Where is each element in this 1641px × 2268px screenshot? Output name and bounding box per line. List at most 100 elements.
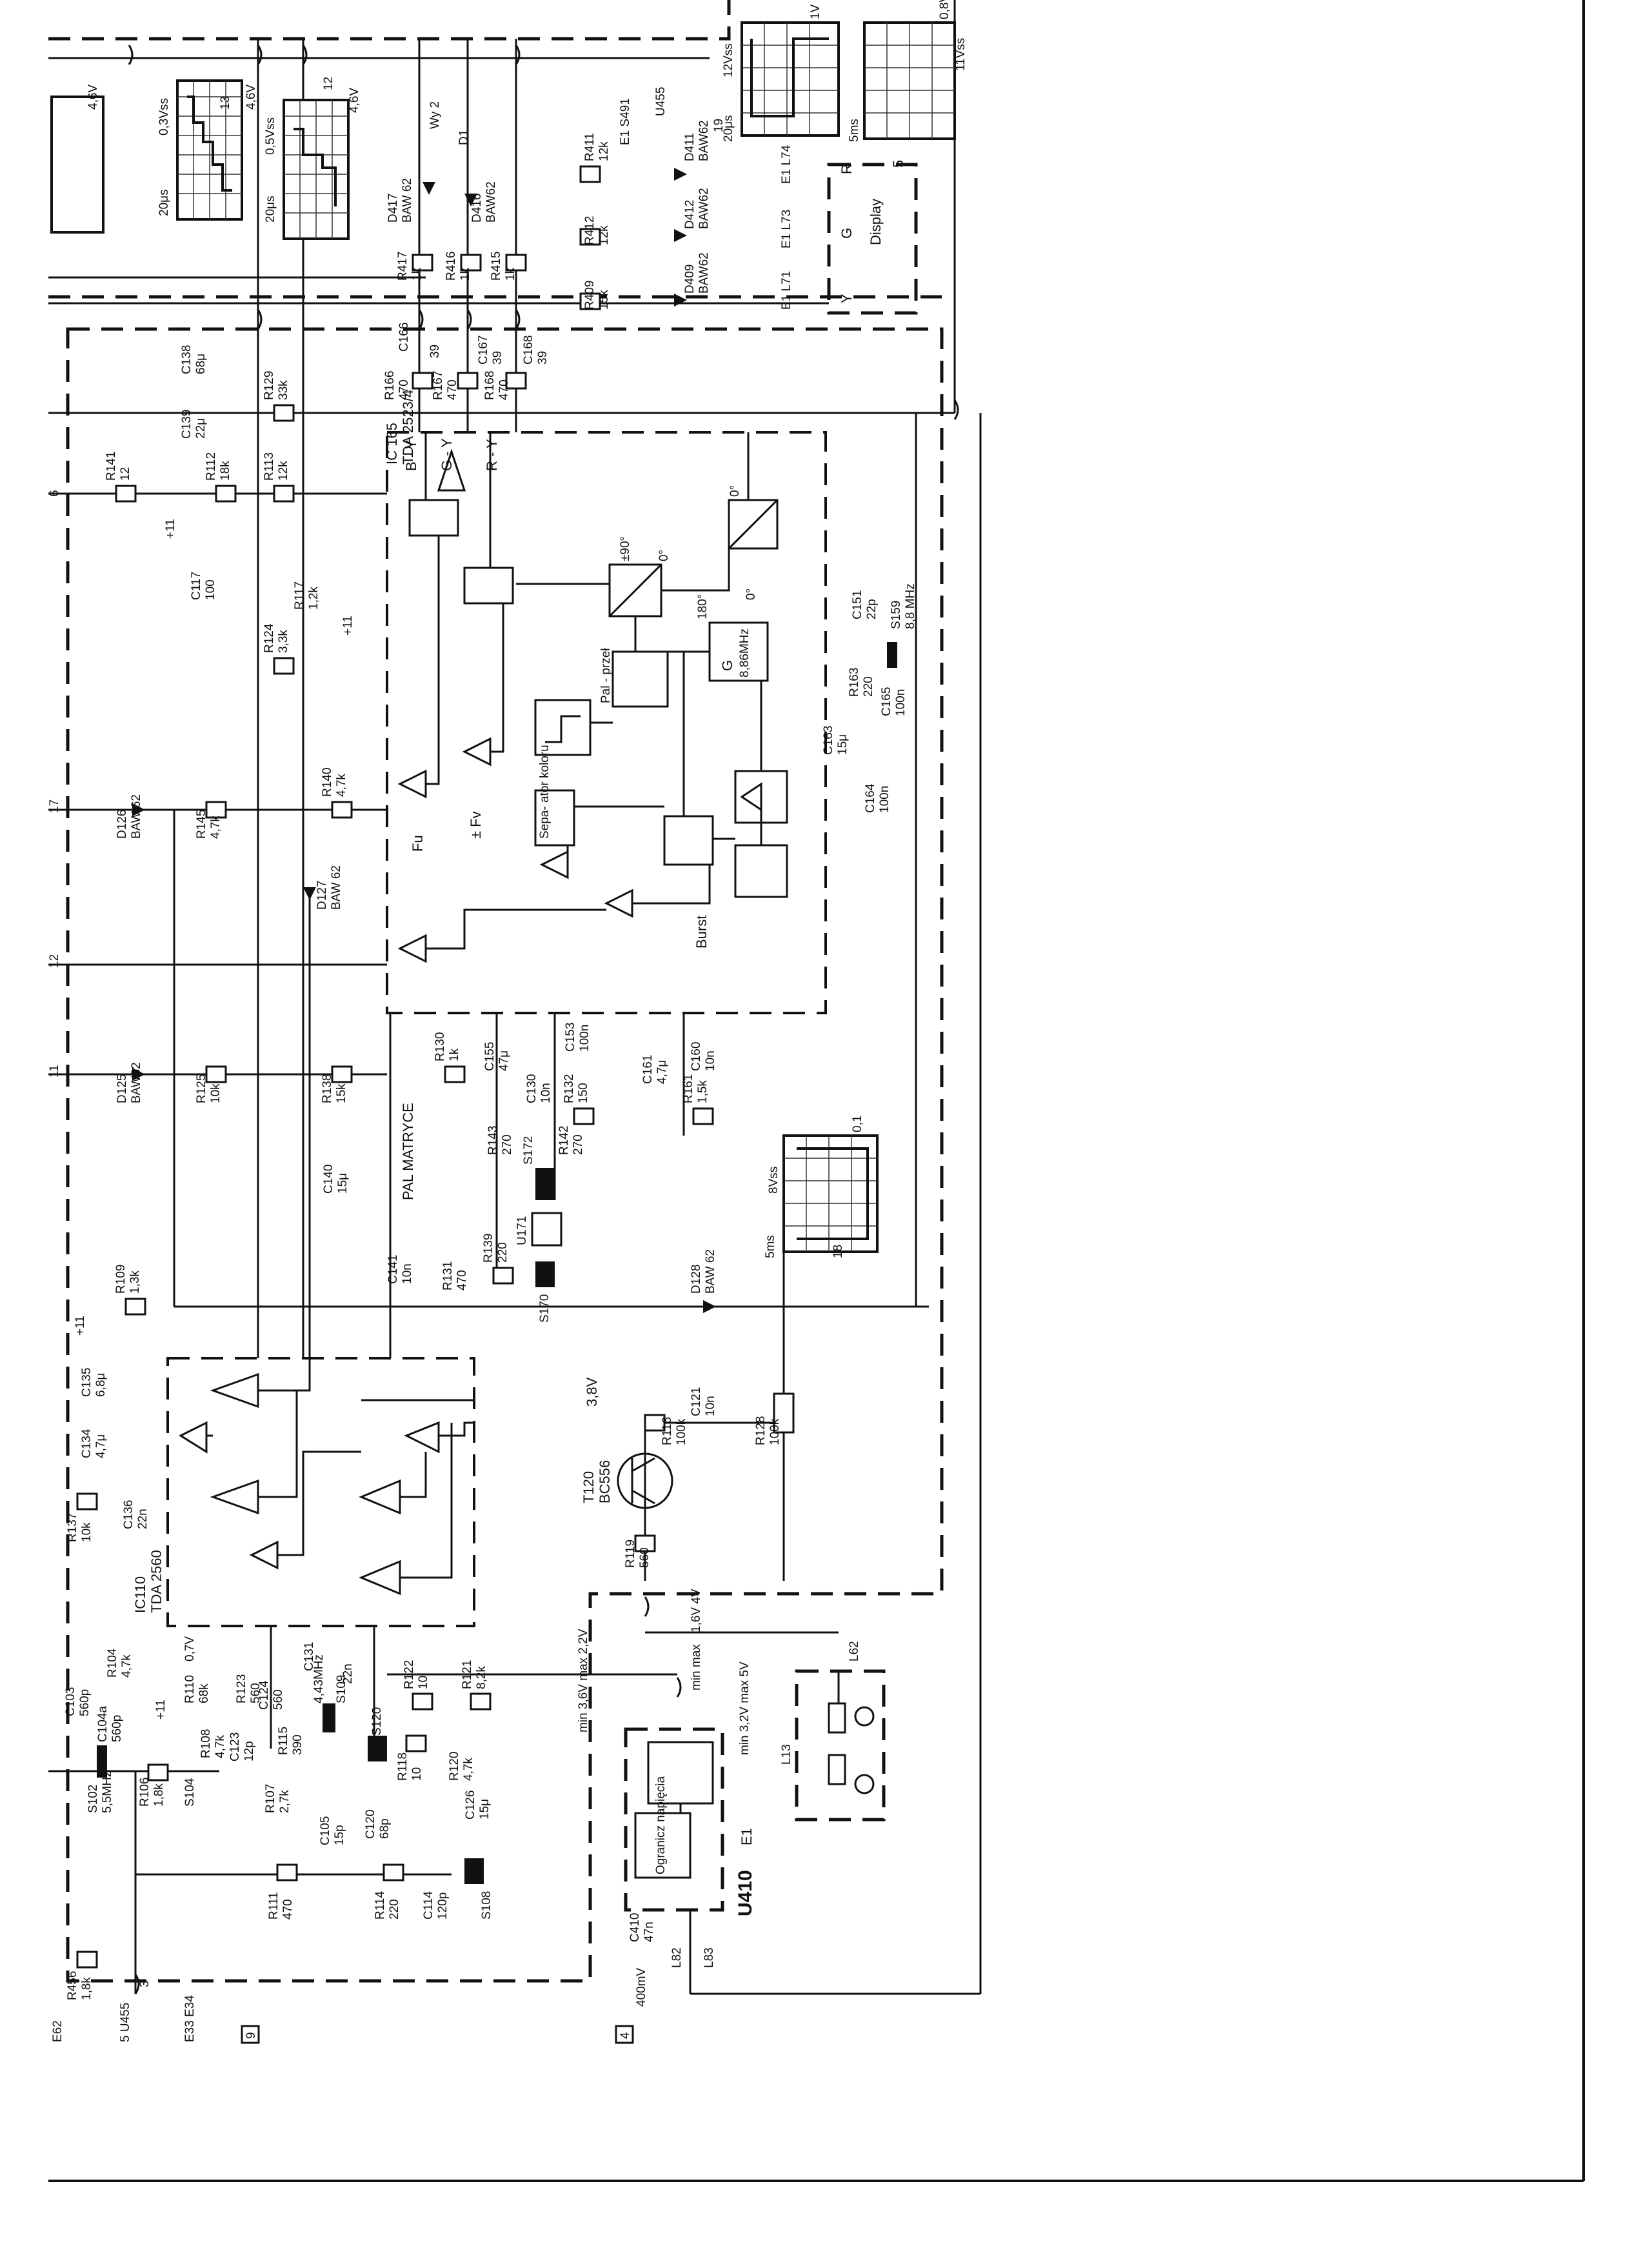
pal-switch-label: Pal - przeł — [599, 648, 613, 703]
ic110-part: TDA 2560 — [148, 1550, 164, 1613]
r145-val: 4,7k — [209, 816, 223, 839]
c168-val: 39 — [536, 351, 550, 365]
r167-ref: R167 — [432, 371, 445, 400]
t120-part: BC556 — [597, 1460, 613, 1503]
c151-ref: C151 — [851, 590, 864, 619]
c114-val: 120p — [436, 1892, 450, 1920]
voltage-11-c: +11 — [74, 1316, 87, 1336]
conn-l83: L83 — [702, 1947, 716, 1968]
r161-val: 1,5k — [696, 1080, 710, 1103]
r108-val: 4,7k — [214, 1735, 227, 1758]
r141-val: 12 — [119, 467, 132, 481]
s102-ref: S102 — [86, 1785, 100, 1813]
r417-val: 1k — [410, 267, 424, 281]
c121-val: 10n — [704, 1396, 717, 1416]
resistor-bodies — [76, 165, 795, 1969]
r130-val: 1k — [448, 1048, 461, 1061]
c126-val: 15μ — [478, 1799, 492, 1820]
r109-ref: R109 — [114, 1265, 128, 1294]
section-9-box — [241, 2025, 260, 2044]
r129-ref: R129 — [263, 371, 276, 400]
r415-ref: R415 — [490, 252, 503, 281]
conn-l71: E1 L71 — [780, 271, 793, 310]
r411-ref: R411 — [583, 133, 597, 161]
c161-ref: C161 — [641, 1055, 655, 1084]
r131-ref: R131 — [441, 1261, 455, 1290]
r117-val: 1,2k — [307, 587, 321, 610]
c117-ref: C117 — [190, 572, 203, 600]
voltage-11-b: +11 — [341, 616, 355, 636]
wiring — [48, 0, 982, 1995]
c134-val: 4,7μ — [94, 1434, 108, 1458]
c138-ref: C138 — [180, 345, 194, 374]
scope19-volt: 1V — [809, 4, 822, 19]
c163-val: 15μ — [836, 734, 850, 755]
r111-ref: R111 — [267, 1892, 281, 1920]
scope12-vss: 0,5Vss — [264, 117, 277, 155]
s109-ref: S109 — [335, 1675, 348, 1703]
conn-s491: E1 S491 — [619, 98, 632, 145]
scope-left-volt: 4,6V — [86, 85, 100, 110]
t120-volt: 3,8V — [584, 1377, 600, 1407]
phase-0c: 0° — [657, 550, 671, 561]
scope-18 — [782, 1134, 879, 1253]
diode-symbols — [132, 168, 716, 1313]
r143-val: 270 — [501, 1134, 514, 1155]
r106-val: 1,8k — [152, 1783, 166, 1807]
scope-left-partial — [50, 95, 104, 234]
scope19-time: 20μs — [722, 115, 735, 142]
s104-ref: S104 — [183, 1778, 197, 1807]
r163-ref: R163 — [848, 668, 861, 697]
r111-val: 470 — [281, 1899, 295, 1920]
c104a-val: 560p — [110, 1715, 124, 1742]
r104-ref: R104 — [106, 1648, 119, 1678]
c155-ref: C155 — [483, 1042, 497, 1071]
r104-val: 4,7k — [120, 1654, 134, 1678]
r417-ref: R417 — [396, 252, 410, 281]
r118-ref: R118 — [396, 1752, 410, 1781]
scope13-vss: 0,3Vss — [157, 98, 171, 135]
c130-val: 10n — [539, 1083, 553, 1103]
r114-val: 220 — [388, 1899, 401, 1920]
c166-val: 39 — [428, 345, 442, 358]
r113-ref: R113 — [263, 452, 276, 481]
scope13-id: 13 — [219, 96, 232, 110]
display-g: G — [839, 228, 855, 239]
d128-ref: D128 — [690, 1265, 703, 1294]
c160-ref: C160 — [690, 1042, 703, 1071]
conn-d1: D1 — [457, 130, 471, 145]
c410-val: 47n — [642, 1922, 656, 1942]
c134-ref: C134 — [80, 1429, 94, 1458]
scope11-time: 5ms — [848, 119, 861, 142]
r163-val: 220 — [862, 676, 875, 697]
r123-val: 560 — [249, 1683, 263, 1703]
c153-ref: C153 — [564, 1023, 577, 1052]
c167-ref: C167 — [477, 336, 490, 365]
c123-ref: C123 — [228, 1732, 242, 1761]
scope19-vss: 12Vss — [722, 43, 735, 77]
c124-val: 560 — [272, 1689, 285, 1710]
r121-ref: R121 — [461, 1660, 474, 1689]
c121-ref: C121 — [690, 1387, 703, 1416]
pin-11: 11 — [48, 1065, 61, 1078]
r140-val: 4,7k — [335, 774, 348, 797]
scope13-time: 20μs — [157, 189, 171, 216]
r128-ref: R128 — [754, 1416, 768, 1445]
c141-val: 10n — [401, 1263, 414, 1284]
pin-17: 17 — [48, 799, 61, 813]
r122-ref: R122 — [403, 1660, 416, 1689]
c126-ref: C126 — [464, 1791, 477, 1820]
c103-val: 560p — [78, 1689, 92, 1716]
s170-ref: S170 — [538, 1294, 552, 1323]
r112-val: 18k — [219, 461, 232, 481]
r129-val: 33k — [277, 380, 290, 400]
c135-val: 6,8μ — [94, 1373, 108, 1397]
d417-val: BAW 62 — [401, 178, 414, 223]
voltage-36-22: min 3,6V max 2,2V — [577, 1629, 590, 1732]
r125-ref: R125 — [195, 1074, 208, 1103]
section-4: 4 — [619, 2032, 632, 2039]
ic165-ref: IC 165 — [384, 423, 400, 465]
r139-val: 220 — [496, 1242, 510, 1263]
ic110-ref: IC110 — [132, 1576, 148, 1613]
l62-internals — [828, 1671, 875, 1794]
